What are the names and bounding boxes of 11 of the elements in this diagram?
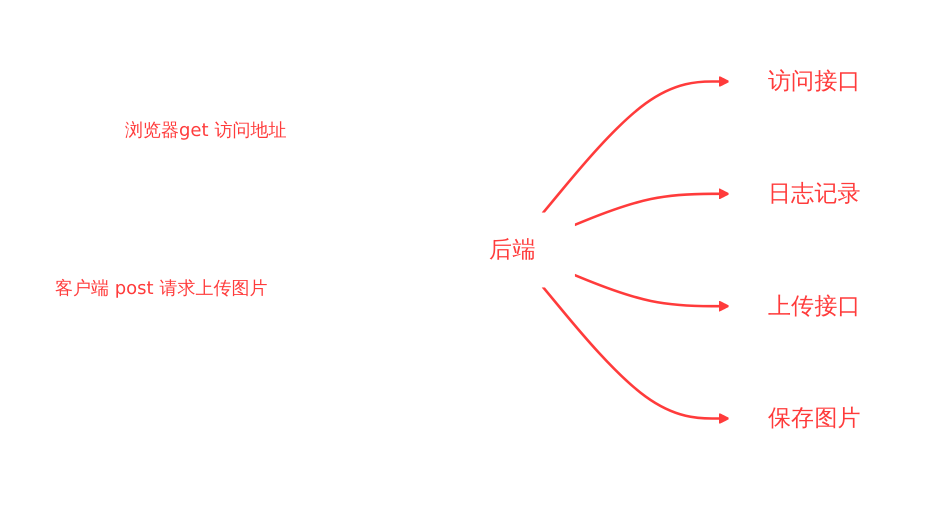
node-text: 访问接口 xyxy=(768,68,861,96)
note-text: 客户端 post 请求上传图片 xyxy=(55,277,268,300)
node-text: 上传接口 xyxy=(768,292,861,320)
arrow xyxy=(542,76,730,214)
node-text: 日志记录 xyxy=(768,180,861,208)
arrow xyxy=(574,188,730,226)
node-text: 后端 xyxy=(489,236,536,264)
node-text: 保存图片 xyxy=(768,404,861,432)
arrow xyxy=(542,286,730,424)
arrow xyxy=(574,274,730,312)
note-text: 浏览器get 访问地址 xyxy=(125,119,286,142)
